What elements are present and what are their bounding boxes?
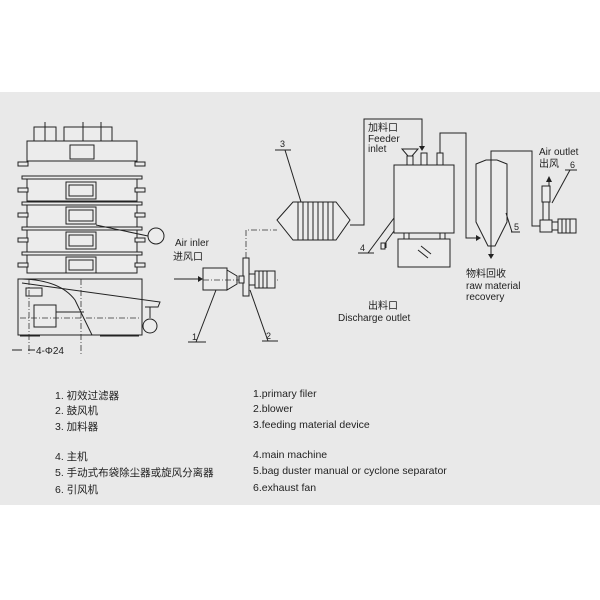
legend-cn-2: 2. 鼓风机 [55,405,99,417]
callout-6: 6 [570,160,575,170]
legend-cn-6: 6. 引风机 [55,484,99,496]
raw-material-recovery-label-2: recovery [466,292,504,303]
legend-en-3: 3.feeding material device [253,419,370,431]
discharge-outlet-label-cn: 出料口 [368,299,398,312]
cyclone-separator [475,159,508,256]
air-outlet-label: Air outlet [539,147,579,158]
sieve-machine [12,122,165,355]
callout-5: 5 [514,222,519,232]
legend-en-1: 1.primary filer [253,388,317,400]
feeder-inlet-label-2: inlet [368,144,387,155]
raw-material-recovery-label-cn: 物料回收 [466,267,506,280]
air-outlet-label-cn: 出风 [539,157,559,170]
callout-2: 2 [266,331,271,341]
legend-en-2: 2.blower [253,403,293,415]
legend-cn-5: 5. 手动式布袋除尘器或旋风分离器 [55,467,214,479]
raw-material-recovery-label: raw material [466,281,520,292]
callout-1: 1 [192,332,197,342]
blower [238,257,276,297]
discharge-outlet-label: Discharge outlet [338,313,410,324]
legend-cn-1: 1. 初效过滤器 [55,390,120,402]
feeder-inlet-label: Feeder [368,134,400,145]
legend-en-5: 5.bag duster manual or cyclone separator [253,465,447,477]
feeding-device [276,201,351,241]
air-inlet-label-cn: 进风口 [173,251,203,263]
legend-en-6: 6.exhaust fan [253,482,317,494]
legend-cn-4: 4. 主机 [55,451,88,463]
main-machine [380,148,455,268]
hole-dimension-label: 4-Φ24 [36,346,64,357]
legend-en-4: 4.main machine [253,449,328,461]
callout-3: 3 [280,139,285,149]
legend-cn-3: 3. 加料器 [55,421,99,433]
feeder-inlet-label-cn: 加料口 [368,121,398,134]
primary-filter [202,267,280,291]
air-inlet-label: Air inler [175,238,210,249]
callout-4: 4 [360,243,365,253]
exhaust-fan [539,185,577,234]
